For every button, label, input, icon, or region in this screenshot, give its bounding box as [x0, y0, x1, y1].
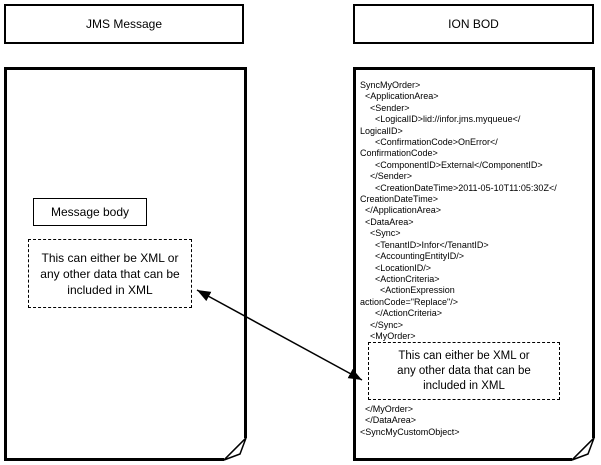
ion-document: SyncMyOrder> <ApplicationArea> <Sender> … [353, 67, 595, 461]
page-fold-icon [567, 433, 595, 461]
ion-note-box: This can either be XML or any other data… [368, 342, 560, 400]
ion-title-box: ION BOD [353, 4, 594, 44]
message-body-label: Message body [50, 205, 130, 219]
ion-title: ION BOD [448, 17, 499, 31]
jms-document: Message body This can either be XML or a… [4, 67, 247, 461]
xml-bottom-text: </MyOrder> </DataArea> <SyncMyCustomObje… [360, 404, 460, 437]
xml-top-text: SyncMyOrder> <ApplicationArea> <Sender> … [360, 80, 557, 341]
jms-note-box: This can either be XML or any other data… [28, 239, 192, 308]
jms-title: JMS Message [85, 17, 163, 31]
message-body-box: Message body [33, 198, 147, 226]
page-fold-icon [219, 433, 247, 461]
jms-note-text: This can either be XML or any other data… [40, 250, 180, 297]
jms-title-box: JMS Message [4, 4, 244, 44]
ion-note-text: This can either be XML or any other data… [397, 349, 531, 392]
